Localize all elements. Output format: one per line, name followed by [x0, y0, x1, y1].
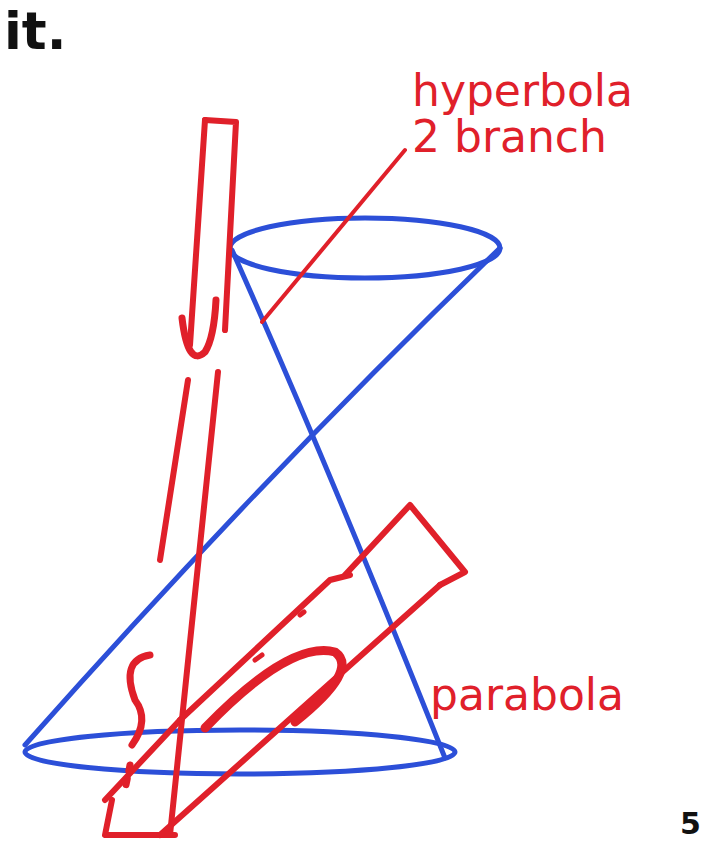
- curve-label: parabola: [430, 672, 624, 718]
- hyperbola-branch: [125, 300, 216, 790]
- curve-label: hyperbola 2 branch: [412, 68, 662, 160]
- vertical-plane: [105, 120, 236, 835]
- page-note: it.: [4, 4, 66, 59]
- double-cone: [25, 218, 500, 774]
- leader-line: [262, 150, 405, 322]
- page-number: 5: [680, 808, 701, 840]
- dashed-hidden: [255, 612, 304, 660]
- tilted-plane: [105, 505, 465, 835]
- parabola-curve: [205, 651, 342, 728]
